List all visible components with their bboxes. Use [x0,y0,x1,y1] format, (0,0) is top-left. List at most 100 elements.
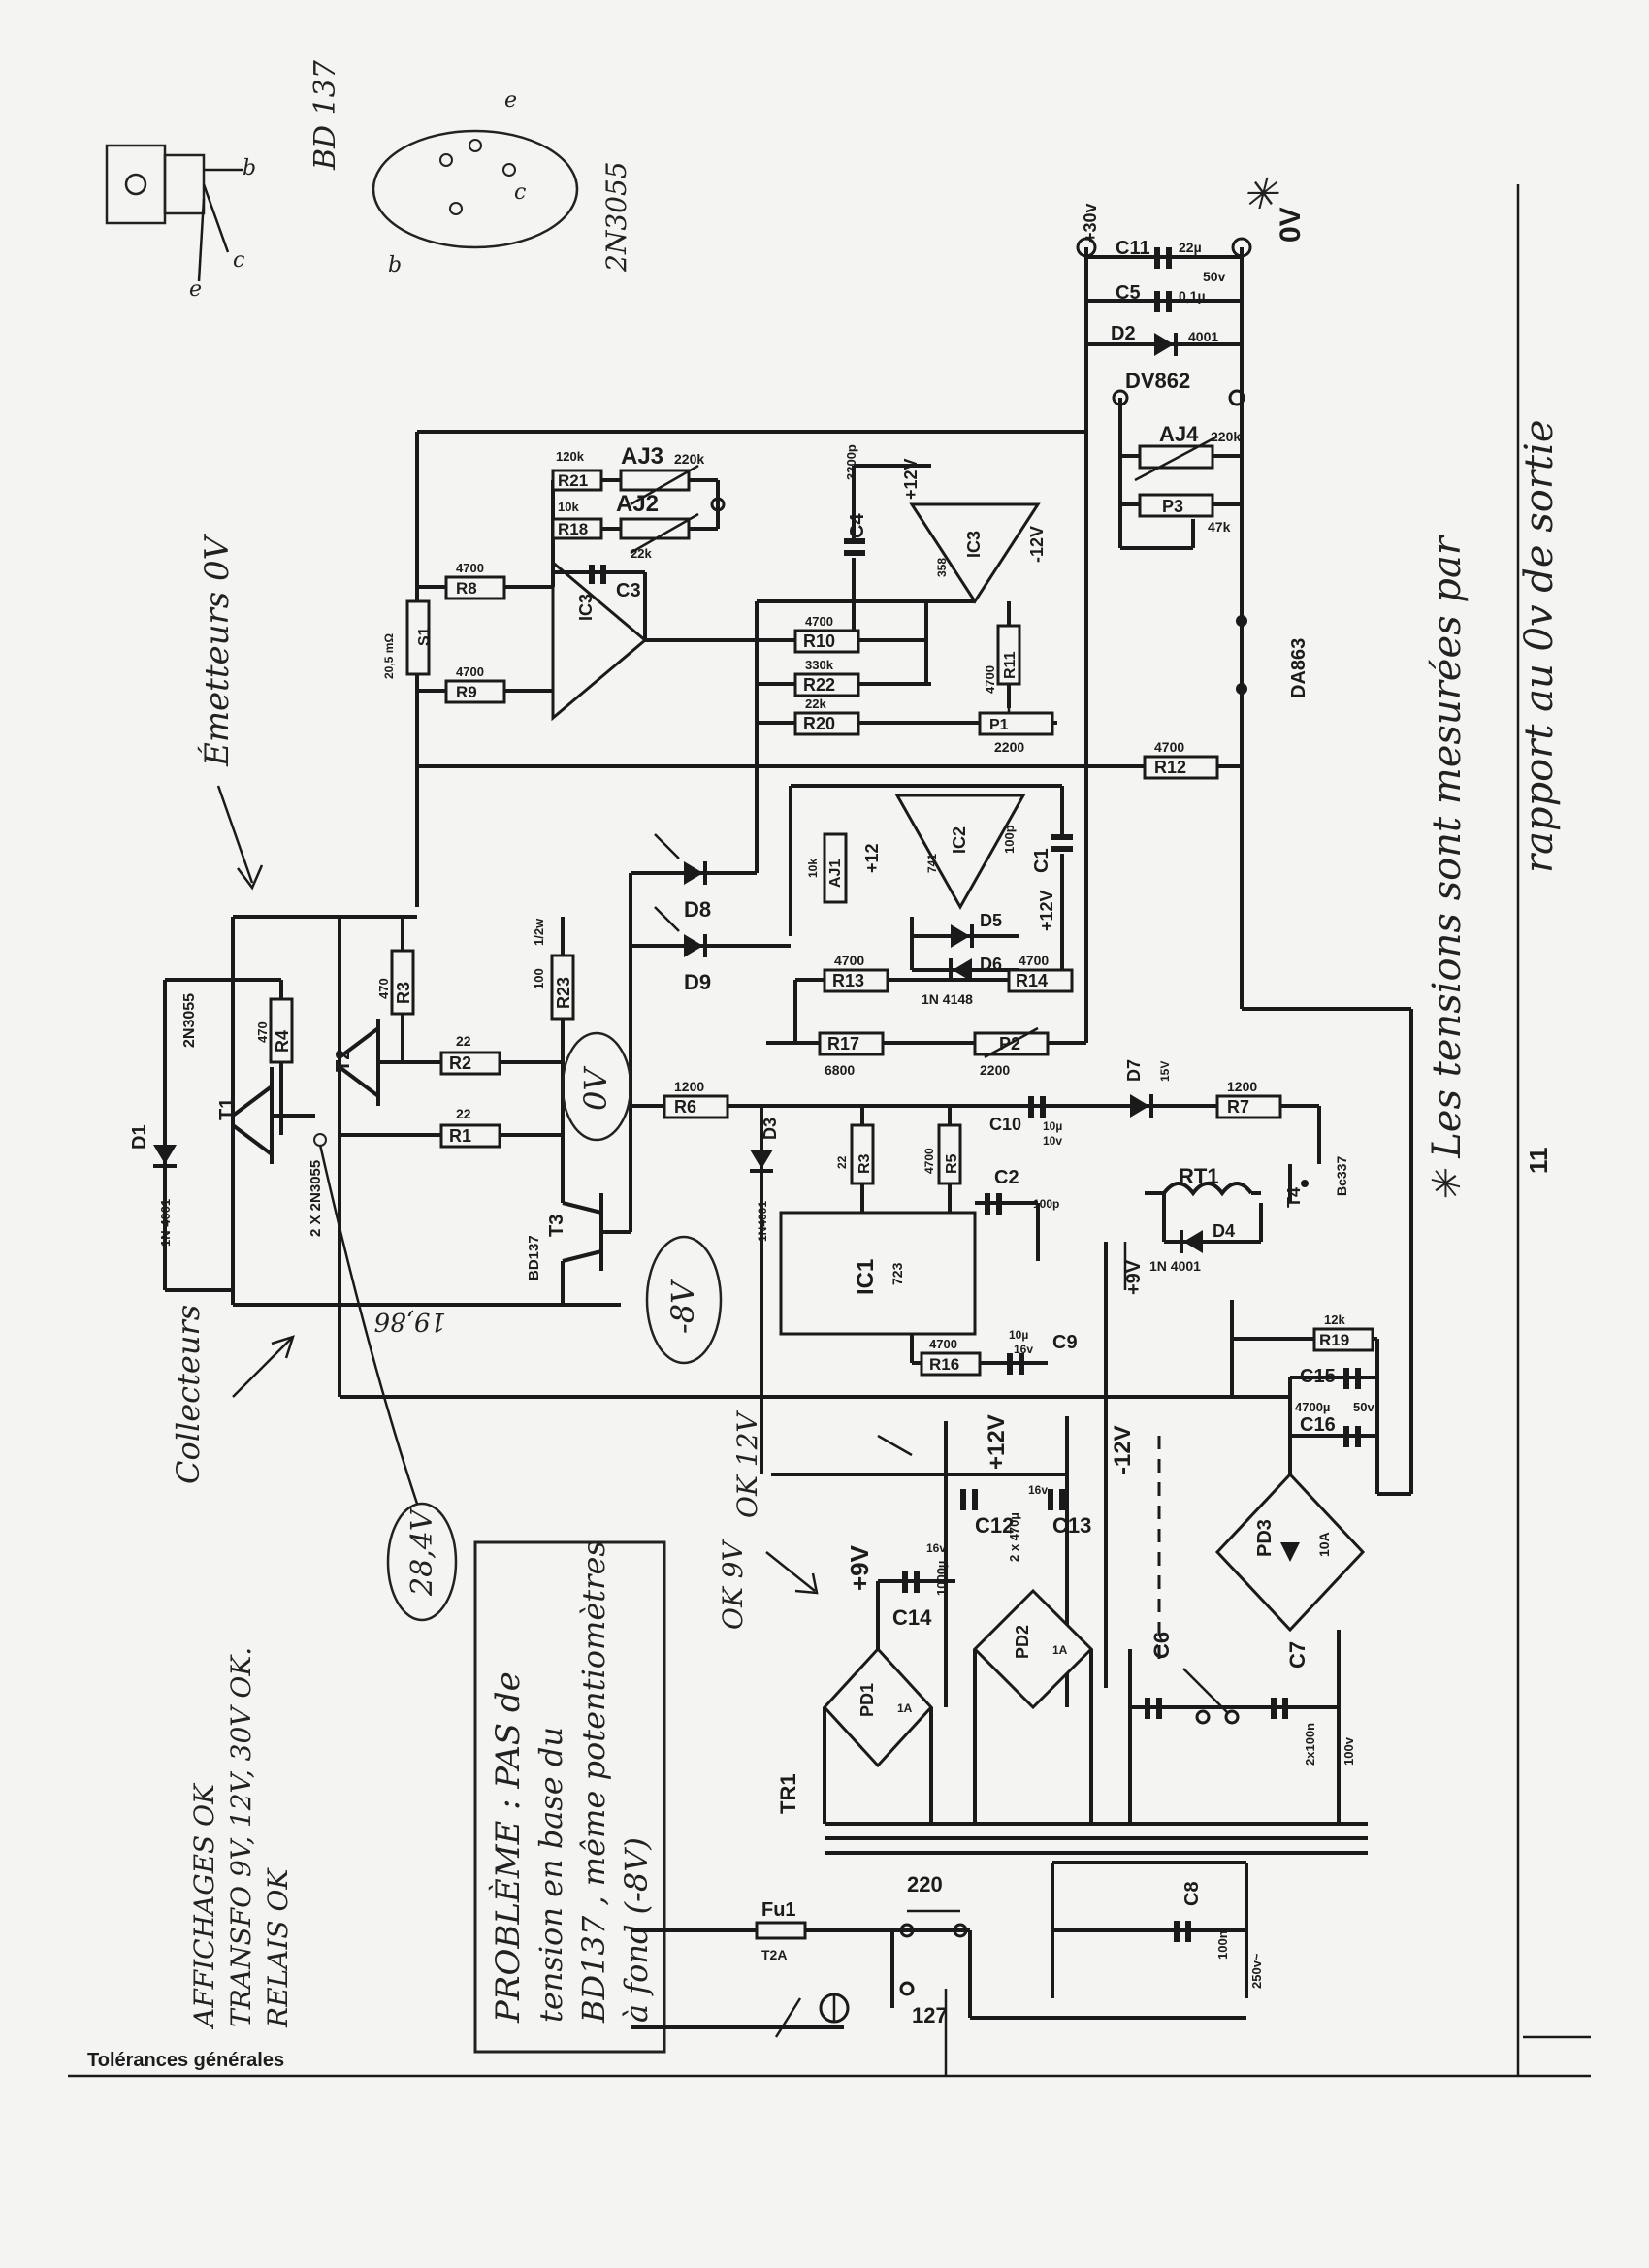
note-affichages: AFFICHAGES OK [188,1782,220,2030]
label-r13-value: 4700 [834,953,864,968]
label-c15: C15 [1300,1366,1336,1387]
annotation-28v: 28,4V [405,1507,439,1597]
label-pd3-value: 10A [1316,1532,1332,1557]
label-c1-value: 100p [1002,825,1017,854]
label-r7: R7 [1227,1097,1249,1117]
2n3055-pin-c: c [514,180,526,205]
label-d3-value: 1N4001 [756,1201,769,1242]
label-ic3b-plus12: +12V [901,458,921,500]
label-r3b-value: 22 [835,1155,849,1169]
label-s1: S1 [416,627,433,646]
label-c1: C1 [1031,848,1052,873]
notes-top-left: AFFICHAGES OK TRANSFO 9V, 12V, 30V OK. R… [188,1647,294,2030]
label-c1516-value: 4700µ [1295,1400,1330,1414]
label-p2-value: 2200 [980,1062,1010,1078]
label-127: 127 [912,2003,948,2027]
bd137-pin-b: b [242,156,256,180]
label-r6-value: 1200 [674,1079,704,1094]
label-c10-rating: 10v [1043,1134,1062,1148]
right-note-line-2: rapport au 0v de sortie [1517,419,1562,873]
label-c8-value: 100n [1215,1930,1230,1960]
label-c14-value: 1000µ [934,1561,949,1596]
label-plus12-c12: +12V [984,1414,1010,1470]
pd1-bridge [822,1646,934,1768]
label-r23: R23 [554,977,573,1009]
label-r5-value: 4700 [922,1148,936,1174]
label-c4-value: 3300p [844,444,858,480]
probleme-box [473,1540,666,2054]
label-d7: D7 [1124,1059,1144,1082]
label-pd1: PD1 [857,1683,877,1717]
label-ic1-value: 723 [889,1262,905,1285]
label-r3: R3 [394,982,413,1004]
label-r16-value: 4700 [929,1337,957,1351]
label-pd3: PD3 [1254,1519,1276,1557]
label-r21: R21 [558,471,588,490]
annotation-emetteurs: Émetteurs 0V [197,533,237,767]
label-r22-value: 330k [805,658,834,672]
label-r5: R5 [944,1153,960,1174]
label-c11-value: 22µ [1179,240,1202,255]
label-da863: DA863 [1288,638,1310,698]
label-pd1-value: 1A [897,1701,913,1715]
label-c5: C5 [1116,282,1141,304]
label-ic2-plus12v: +12V [1037,890,1056,931]
label-t1: T1 [216,1098,238,1120]
circle-28v [386,1502,458,1622]
label-c14: C14 [892,1605,932,1630]
label-t1-side: 2N3055 [181,993,198,1048]
label-c7: C7 [1285,1641,1310,1669]
ic1-723 [779,1211,977,1336]
label-ic3b-minus12: -12V [1027,526,1047,563]
label-r18: R18 [558,520,588,538]
ic2-opamp [894,794,1026,911]
label-r6: R6 [674,1097,696,1117]
label-r11-value: 4700 [983,665,997,694]
label-r9: R9 [456,683,477,701]
label-r3-value: 470 [376,978,391,999]
annotation-collecteurs: Collecteurs [170,1305,207,1484]
label-r10-value: 4700 [805,614,833,629]
label-t3: T3 [546,1215,567,1237]
label-r19-value: 12k [1324,1312,1345,1327]
label-r14-value: 4700 [1018,953,1049,968]
label-r19: R19 [1319,1331,1349,1349]
label-c11-rating: 50v [1203,269,1226,284]
asterisk-mark: ✳ [1242,170,1279,219]
label-r10: R10 [803,632,835,651]
ic3b-opamp [909,502,1041,604]
label-ic2: IC2 [950,826,969,854]
label-c10-value: 10µ [1043,1119,1062,1133]
label-r23-value: 100 [532,968,546,989]
annotation-ok12v: OK 12V [731,1410,763,1518]
label-c67-value: 2x100n [1303,1723,1317,1766]
label-r13: R13 [832,971,864,990]
label-r23-rating: 1/2w [532,918,546,946]
label-c16: C16 [1300,1414,1336,1436]
label-plus9-rt1: +9V [1123,1259,1145,1295]
circle-minus8v [645,1235,723,1365]
2n3055-pin-b: b [388,253,402,277]
label-c14-rating: 16v [926,1541,946,1555]
bd137-pin-c: c [233,248,244,273]
label-p3: P3 [1162,497,1183,516]
label-d56-value: 1N 4148 [922,991,973,1007]
label-aj2-value: 22k [630,546,652,561]
2n3055-pin-e: e [504,88,517,113]
label-r16: R16 [929,1355,959,1374]
label-pd2: PD2 [1013,1625,1032,1659]
annotation-0v: 0V [577,1066,614,1111]
label-tr1: TR1 [776,1773,800,1814]
label-d5: D5 [980,911,1002,930]
tolerances-label: Tolérances générales [87,2050,284,2071]
label-r7-value: 1200 [1227,1079,1257,1094]
label-ic2-value: 741 [925,854,939,873]
circle-0v [561,1031,632,1142]
label-c1213-rating: 16v [1028,1483,1048,1497]
label-r17-value: 6800 [824,1062,855,1078]
label-d2-value: 4001 [1188,329,1218,344]
label-r14: R14 [1016,971,1048,990]
label-c10: C10 [989,1115,1021,1134]
label-c67-rating: 100v [1342,1736,1356,1766]
label-d9: D9 [684,970,711,994]
